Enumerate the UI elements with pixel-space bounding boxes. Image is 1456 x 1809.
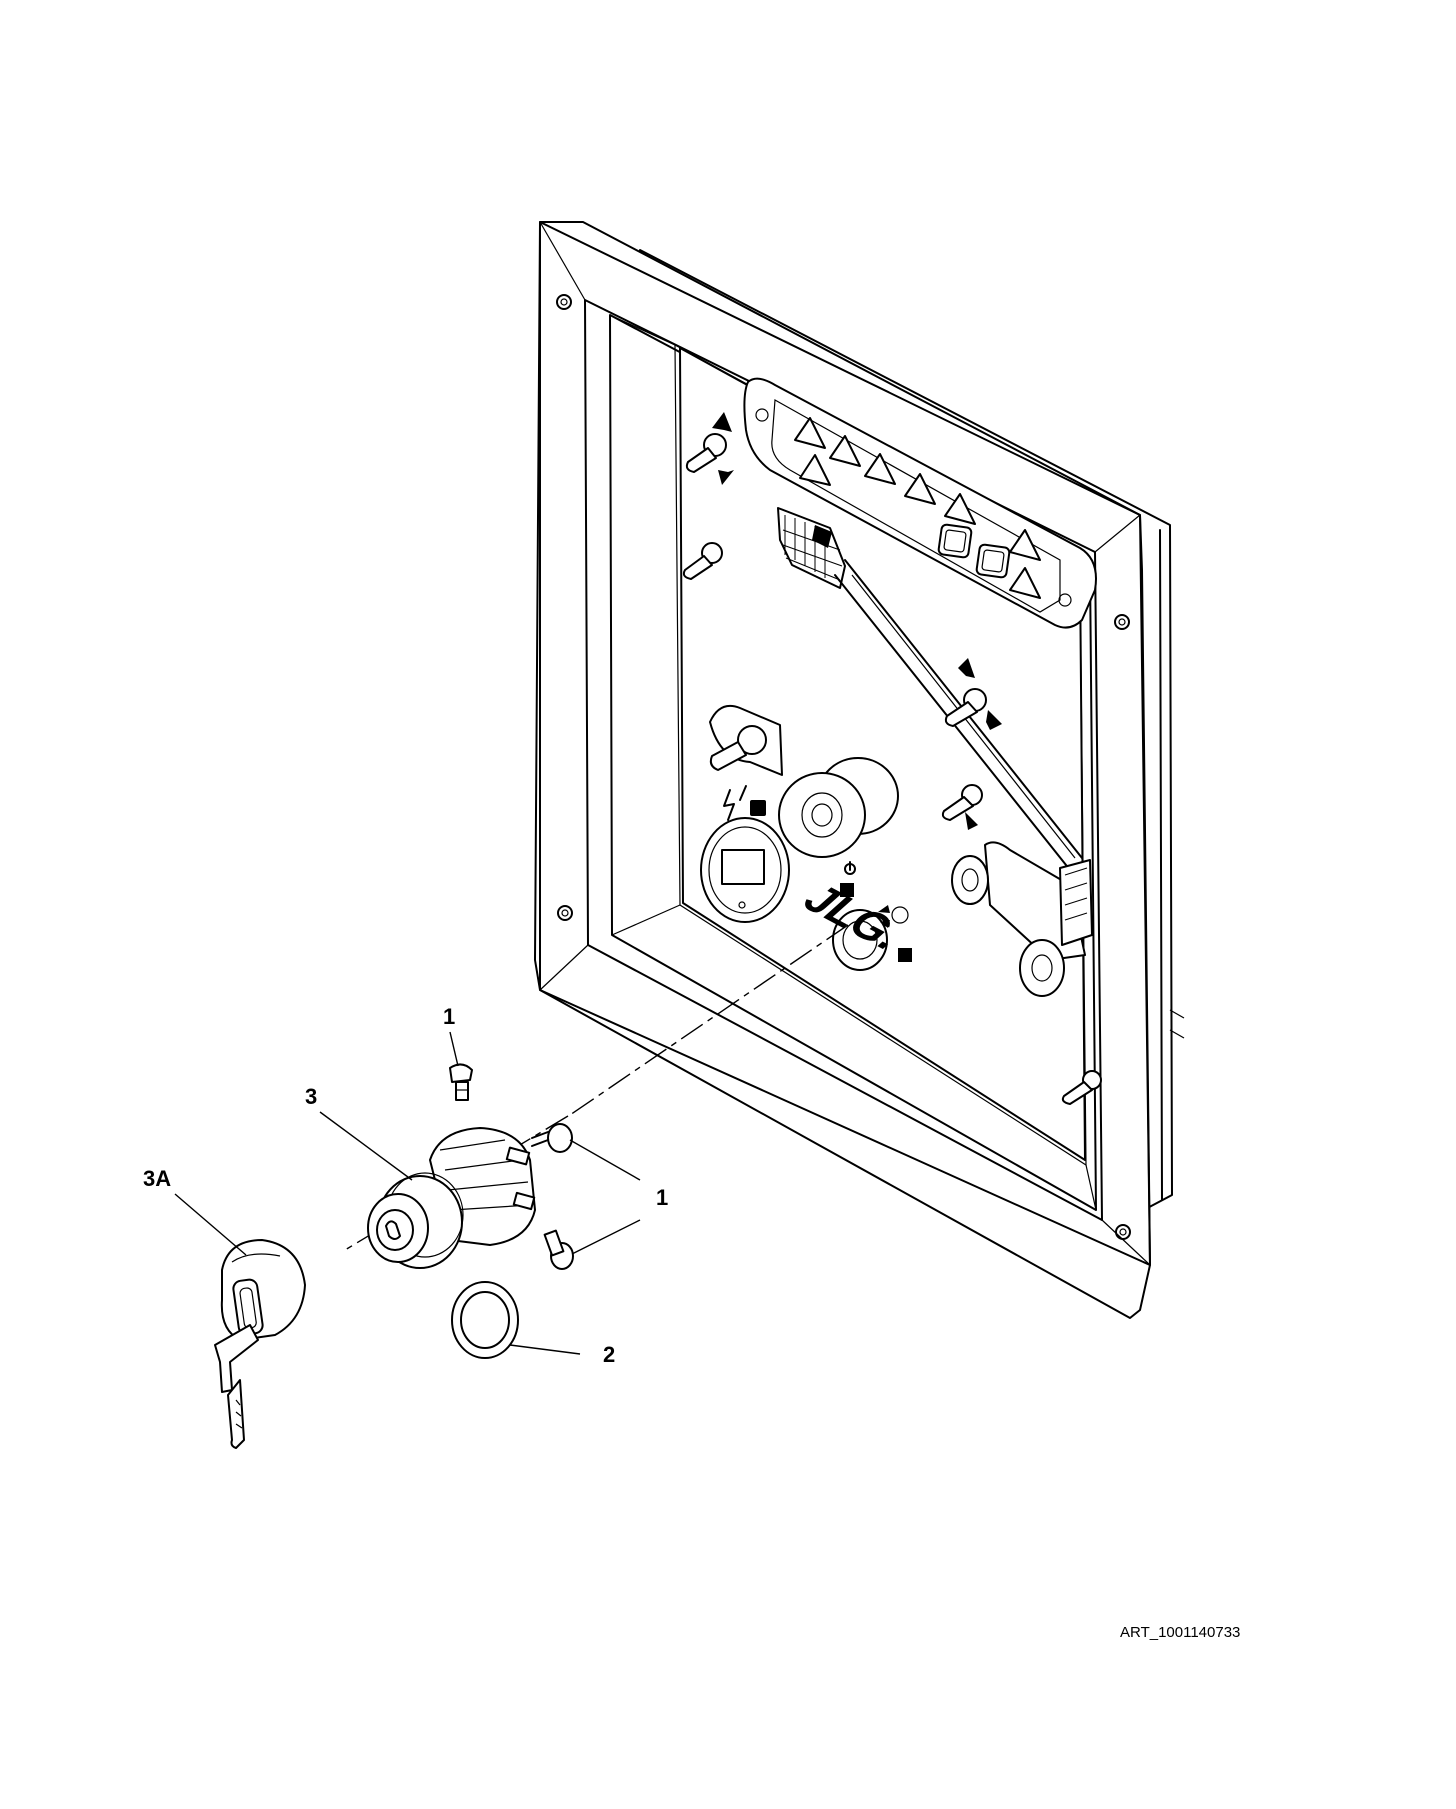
guarded-switch	[709, 704, 783, 776]
button-display-window	[743, 377, 1097, 629]
part-1-screw-top	[449, 1063, 473, 1101]
callouts: 1 1 2 3 3A	[143, 1004, 668, 1367]
leader-3	[319, 1111, 413, 1181]
leader-1-top	[449, 1031, 459, 1067]
part-3-key-switch	[367, 1127, 536, 1269]
callout-2: 2	[603, 1342, 615, 1367]
part-3a-key	[214, 1239, 306, 1449]
callout-3a: 3A	[143, 1166, 171, 1191]
callout-1-right: 1	[656, 1185, 668, 1210]
toggle-switch-2	[682, 542, 723, 580]
emergency-stop-button	[778, 757, 899, 858]
leader-3a	[174, 1193, 247, 1256]
callout-3: 3	[305, 1084, 317, 1109]
control-panel: JLG.	[534, 221, 1185, 1319]
toggle-switch-4	[941, 784, 983, 830]
toggle-switch-1	[685, 412, 734, 485]
leader-1-right-a	[569, 1139, 641, 1181]
assembly-line	[344, 924, 849, 1251]
part-2-washer	[451, 1281, 519, 1359]
boom-base-graphic	[951, 841, 1093, 997]
panel-faceplate: JLG.	[679, 347, 1102, 1161]
hour-meter	[700, 817, 790, 923]
key-switch-position	[832, 861, 912, 971]
callout-1-top: 1	[443, 1004, 455, 1029]
art-number: ART_1001140733	[1120, 1624, 1240, 1641]
part-1-screw-right	[531, 1123, 574, 1270]
toggle-switch-5	[1061, 1070, 1102, 1105]
toggle-switch-3	[944, 658, 1002, 730]
power-symbol	[723, 785, 766, 821]
leader-2	[509, 1344, 581, 1355]
leader-1-right-b	[571, 1219, 641, 1255]
